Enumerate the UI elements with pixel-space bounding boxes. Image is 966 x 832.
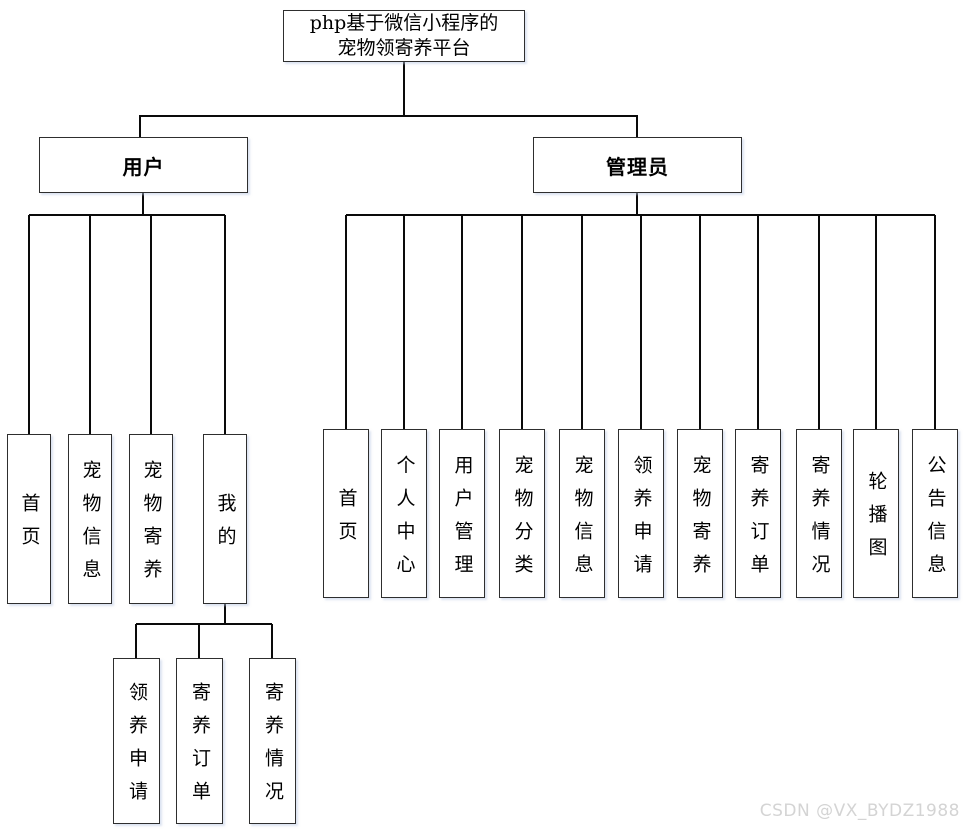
user-child-home-node: 首页 <box>7 434 51 604</box>
watermark: CSDN @VX_BYDZ1988 <box>759 801 960 821</box>
user-branch-node: 用户 <box>39 137 248 193</box>
node-label: 轮播图 <box>865 471 888 570</box>
admin-branch-node: 管理员 <box>533 137 742 193</box>
my-child-boarding-order-node: 寄养订单 <box>176 658 223 824</box>
my-child-adoption-apply-node: 领养申请 <box>113 658 160 824</box>
node-label: 宠物分类 <box>511 454 534 587</box>
node-label: 公告信息 <box>924 454 947 587</box>
user-child-pet-info-node: 宠物信息 <box>68 434 112 604</box>
admin-child-pet-info-node: 宠物信息 <box>559 429 605 598</box>
node-label: 宠物信息 <box>79 460 102 592</box>
user-child-mine-node: 我的 <box>203 434 247 604</box>
node-label: 宠物寄养 <box>140 460 163 592</box>
node-label: 寄养订单 <box>747 454 770 587</box>
admin-child-personal-center-node: 个人中心 <box>381 429 427 598</box>
node-label: 领养申请 <box>126 682 148 814</box>
node-label: 寄养情况 <box>262 682 284 814</box>
root-node: php基于微信小程序的 宠物领寄养平台 <box>283 10 525 62</box>
admin-child-carousel-node: 轮播图 <box>853 429 899 598</box>
node-label: 首页 <box>335 487 358 554</box>
node-label: 领养申请 <box>630 454 653 587</box>
user-child-pet-boarding-node: 宠物寄养 <box>129 434 173 604</box>
admin-child-user-management-node: 用户管理 <box>439 429 485 598</box>
root-title-line1: php基于微信小程序的 <box>309 12 499 34</box>
my-child-boarding-status-node: 寄养情况 <box>249 658 296 824</box>
node-label: 宠物寄养 <box>689 454 712 587</box>
admin-child-home-node: 首页 <box>323 429 369 598</box>
node-label: 我的 <box>214 493 237 559</box>
admin-branch-label: 管理员 <box>606 154 669 179</box>
admin-child-boarding-status-node: 寄养情况 <box>796 429 842 598</box>
admin-child-boarding-order-node: 寄养订单 <box>735 429 781 598</box>
node-label: 用户管理 <box>451 454 474 587</box>
admin-child-announcement-node: 公告信息 <box>912 429 958 598</box>
node-label: 个人中心 <box>393 454 416 587</box>
node-label: 寄养情况 <box>808 454 831 587</box>
node-label: 寄养订单 <box>189 682 211 814</box>
admin-child-pet-category-node: 宠物分类 <box>499 429 545 598</box>
admin-child-pet-boarding-node: 宠物寄养 <box>677 429 723 598</box>
root-title-line2: 宠物领寄养平台 <box>337 37 471 59</box>
admin-child-adoption-apply-node: 领养申请 <box>618 429 664 598</box>
user-branch-label: 用户 <box>122 154 165 179</box>
node-label: 宠物信息 <box>571 454 594 587</box>
node-label: 首页 <box>18 493 41 559</box>
